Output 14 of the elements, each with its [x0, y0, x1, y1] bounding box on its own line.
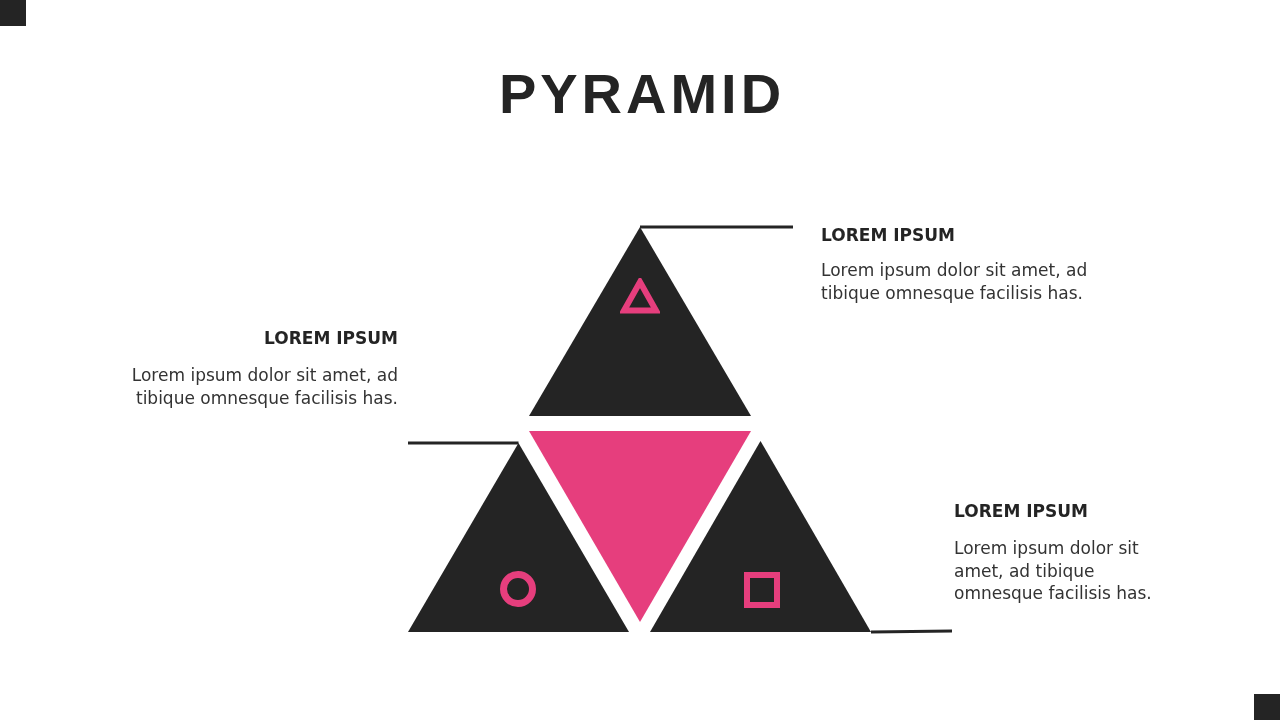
- leader-line: [408, 441, 519, 445]
- triangle-shape: [529, 227, 751, 416]
- leader-line: [870, 629, 953, 634]
- description-text: Lorem ipsum dolor sit amet, ad tibique omnesque facilisis has.: [130, 364, 398, 409]
- title: PYRAMID: [497, 66, 786, 122]
- triangle-shape: [650, 441, 871, 632]
- triangle-shape: [529, 431, 751, 622]
- description-text: Lorem ipsum dolor sit amet, ad tibique omnesque facilisis has.: [821, 259, 1089, 304]
- triangle-shape: [408, 443, 629, 632]
- heading: LOREM IPSUM: [954, 500, 1088, 522]
- heading: LOREM IPSUM: [821, 224, 955, 246]
- leader-line: [640, 225, 793, 229]
- heading: LOREM IPSUM: [264, 327, 398, 349]
- description-text: Lorem ipsum dolor sit amet, ad tibique omnesque facilisis has.: [954, 537, 1153, 605]
